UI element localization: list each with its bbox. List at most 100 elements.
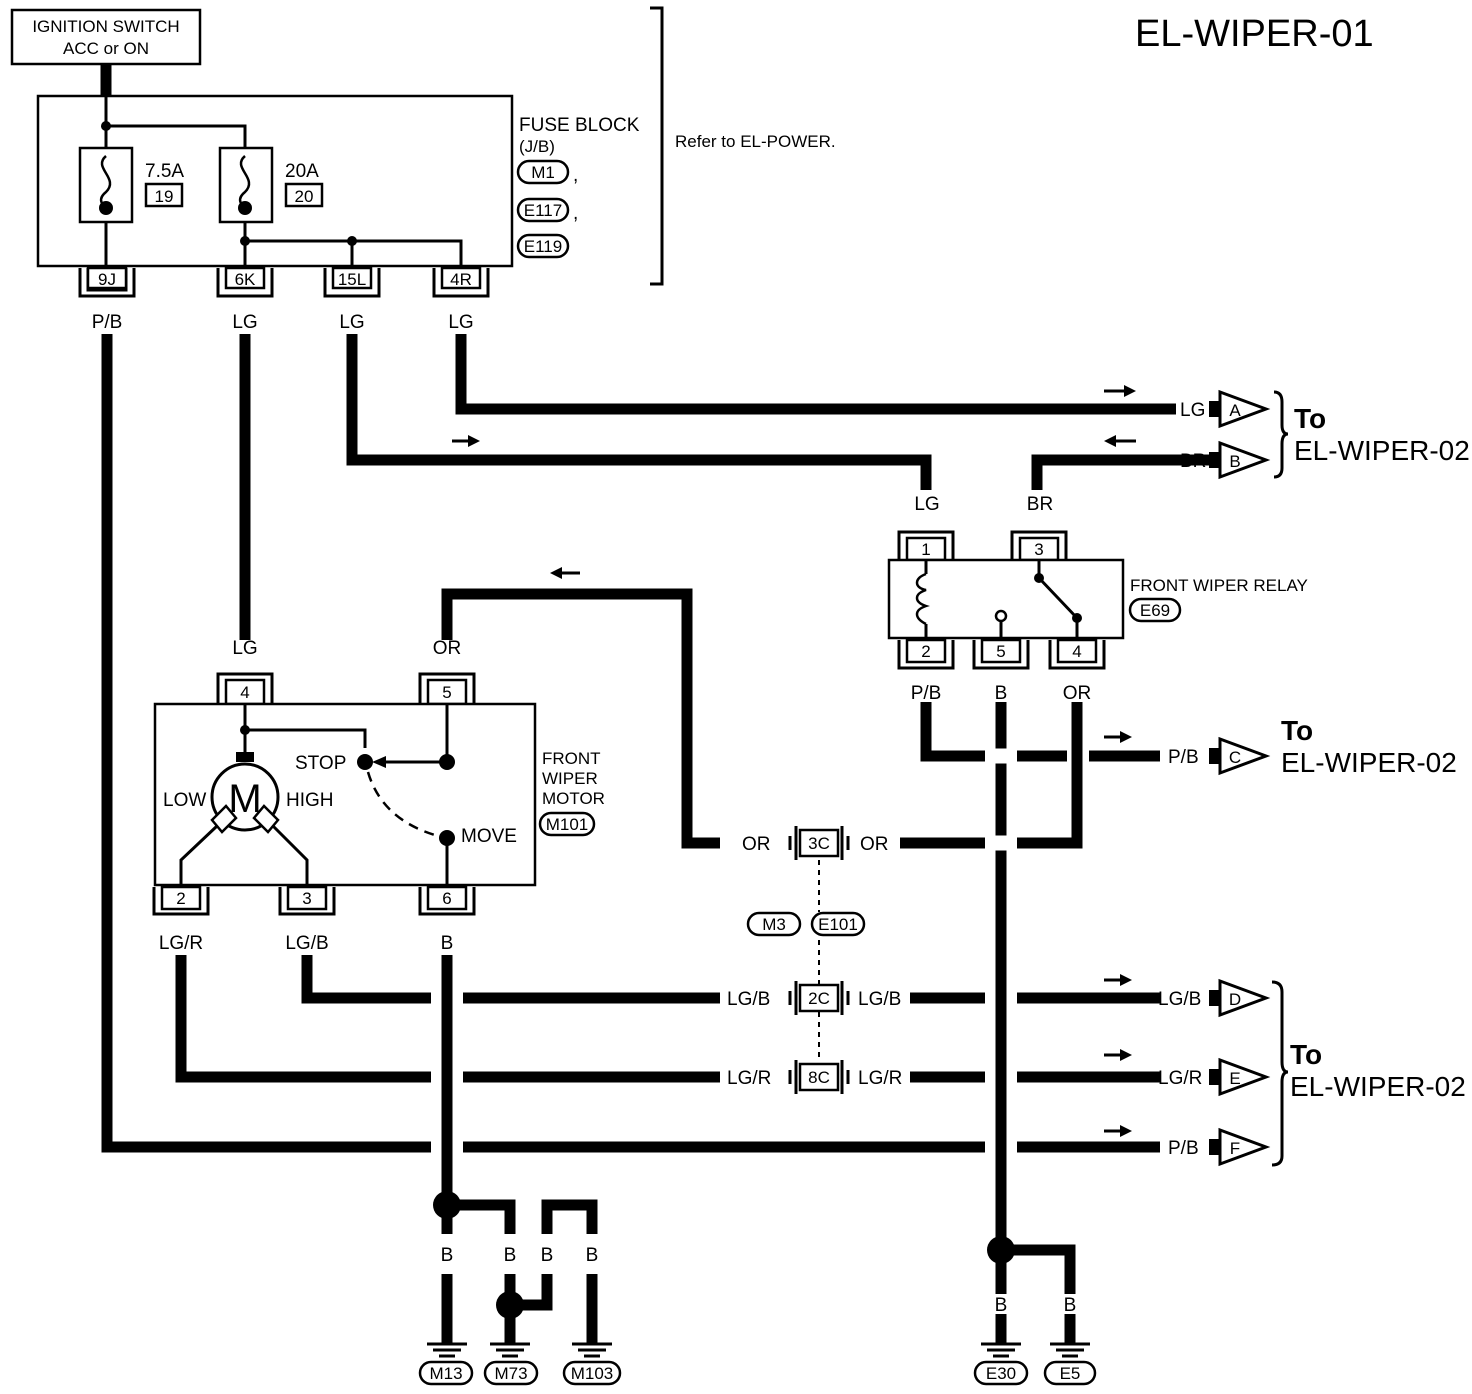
- flow-arrows: [452, 385, 1136, 1137]
- ignition-switch: IGNITION SWITCH ACC or ON: [10, 8, 202, 66]
- ground-wire-b-3: B: [541, 1245, 554, 1266]
- motor-title-3: MOTOR: [542, 789, 605, 808]
- dest-letter-e: E: [1229, 1069, 1240, 1088]
- relay-wire-lg: LG: [914, 494, 939, 515]
- relay-wire-or: OR: [1063, 683, 1092, 704]
- motor-pin-3: 3: [302, 889, 311, 908]
- dest-page-2: EL-WIPER-02: [1281, 747, 1457, 778]
- ground-e5: E5: [1060, 1364, 1081, 1383]
- relay-connector: E69: [1140, 601, 1170, 620]
- relay-title: FRONT WIPER RELAY: [1130, 576, 1308, 595]
- dest-a-wire: LG: [1180, 400, 1205, 421]
- motor-pin-5: 5: [442, 683, 451, 702]
- ground-wire-b-2: B: [504, 1245, 517, 1266]
- motor-title-2: WIPER: [542, 769, 598, 788]
- dest-letter-b: B: [1229, 452, 1240, 471]
- motor-pin-2: 2: [176, 889, 185, 908]
- ignition-line2: ACC or ON: [63, 39, 149, 58]
- dest-letter-a: A: [1229, 401, 1241, 420]
- motor-low: LOW: [163, 790, 206, 811]
- relay-pin-1: 1: [921, 540, 930, 559]
- joint-2c-lgb-left: LG/B: [727, 989, 770, 1010]
- fuse-block-title: FUSE BLOCK: [519, 115, 640, 136]
- term-9j: 9J: [98, 270, 116, 289]
- motor-wire-lgb: LG/B: [285, 933, 328, 954]
- motor-pin-4: 4: [240, 683, 249, 702]
- fuse-conn-e117: E117: [524, 201, 562, 220]
- dest-page-1: EL-WIPER-02: [1294, 435, 1470, 466]
- fuse-refer: Refer to EL-POWER.: [675, 132, 836, 151]
- joint-connectors: OR OR 3C M3 E101 LG/B LG/B 2C LG/R LG/R …: [720, 826, 910, 1094]
- relay-pin-3: 3: [1034, 540, 1043, 559]
- fuse-19-amp: 7.5A: [145, 161, 184, 182]
- relay-pin-4: 4: [1072, 642, 1081, 661]
- fuse-19-num: 19: [155, 187, 174, 206]
- dest-to-1: To: [1294, 403, 1326, 434]
- dest-b-wire: BR: [1180, 451, 1206, 472]
- ground-m103: M103: [571, 1364, 614, 1383]
- svg-text:,: ,: [573, 165, 578, 186]
- dest-page-3: EL-WIPER-02: [1290, 1071, 1466, 1102]
- relay-pin-2: 2: [921, 642, 930, 661]
- svg-text:,: ,: [573, 203, 578, 224]
- wire-lg-label-2: LG: [339, 312, 364, 333]
- dest-letter-d: D: [1229, 990, 1241, 1009]
- motor-wire-lg: LG: [232, 638, 257, 659]
- motor-title-1: FRONT: [542, 749, 601, 768]
- term-4r: 4R: [450, 270, 472, 289]
- page-id: EL-WIPER-01: [1135, 13, 1374, 55]
- grounds-right: B B E30 E5: [973, 1236, 1097, 1386]
- term-15l: 15L: [338, 270, 366, 289]
- joint-8c-lgr-left: LG/R: [727, 1068, 771, 1089]
- motor-pin-6: 6: [442, 889, 451, 908]
- joint-e101: E101: [818, 915, 858, 934]
- joint-3c: 3C: [808, 834, 830, 853]
- fuse-conn-e119: E119: [524, 237, 562, 256]
- dest-letter-c: C: [1229, 748, 1241, 767]
- dest-to-3: To: [1290, 1039, 1322, 1070]
- relay-wire-pb: P/B: [911, 683, 942, 704]
- ground-wire-b-5: B: [995, 1295, 1008, 1316]
- joint-3c-or-right: OR: [860, 834, 889, 855]
- ground-wire-b-6: B: [1064, 1295, 1077, 1316]
- dest-d-wire: LG/B: [1158, 989, 1201, 1010]
- ground-e30: E30: [986, 1364, 1016, 1383]
- fuse-20-amp: 20A: [285, 161, 319, 182]
- motor-wire-b: B: [441, 933, 454, 954]
- ignition-line1: IGNITION SWITCH: [32, 17, 179, 36]
- joint-m3: M3: [762, 915, 786, 934]
- front-wiper-relay: LG BR 1 3 2 5 4 FRONT WIPER RELAY E69 P/…: [887, 494, 1308, 704]
- destination-connectors: LG A BR B To EL-WIPER-02 P/B C To EL-WIP…: [1158, 389, 1470, 1167]
- dest-to-2: To: [1281, 715, 1313, 746]
- fuse-20-num: 20: [295, 187, 314, 206]
- ground-wire-b-4: B: [586, 1245, 599, 1266]
- joint-2c: 2C: [808, 989, 830, 1008]
- relay-wire-br: BR: [1027, 494, 1053, 515]
- joint-2c-lgb-right: LG/B: [858, 989, 901, 1010]
- term-6k: 6K: [235, 270, 256, 289]
- wire-lg-label-1: LG: [232, 312, 257, 333]
- front-wiper-motor: LG OR 4 5 M LOW HIGH STOP MOVE FRONT WIP…: [152, 638, 605, 954]
- ground-wire-b-1: B: [441, 1245, 454, 1266]
- wire-pb-label: P/B: [92, 312, 123, 333]
- relay-pin-5: 5: [996, 642, 1005, 661]
- motor-stop: STOP: [295, 753, 346, 774]
- motor-wire-lgr: LG/R: [159, 933, 203, 954]
- joint-8c-lgr-right: LG/R: [858, 1068, 902, 1089]
- relay-wire-b: B: [995, 683, 1008, 704]
- motor-move: MOVE: [461, 826, 517, 847]
- dest-f-wire: P/B: [1168, 1138, 1199, 1159]
- joint-3c-or-left: OR: [742, 834, 771, 855]
- ground-m13: M13: [429, 1364, 462, 1383]
- fuse-block: 7.5A 19 20A 20 FUSE BLOCK (J/B) M1 , E11…: [36, 6, 836, 298]
- wire-lg-label-3: LG: [448, 312, 473, 333]
- fuse-conn-m1: M1: [531, 163, 555, 182]
- grounds-left: B B B B M13 M73 M103: [418, 1191, 622, 1386]
- ground-m73: M73: [494, 1364, 527, 1383]
- motor-high: HIGH: [286, 790, 334, 811]
- dest-letter-f: F: [1230, 1139, 1240, 1158]
- motor-connector: M101: [546, 815, 589, 834]
- dest-e-wire: LG/R: [1158, 1068, 1202, 1089]
- motor-wire-or: OR: [433, 638, 462, 659]
